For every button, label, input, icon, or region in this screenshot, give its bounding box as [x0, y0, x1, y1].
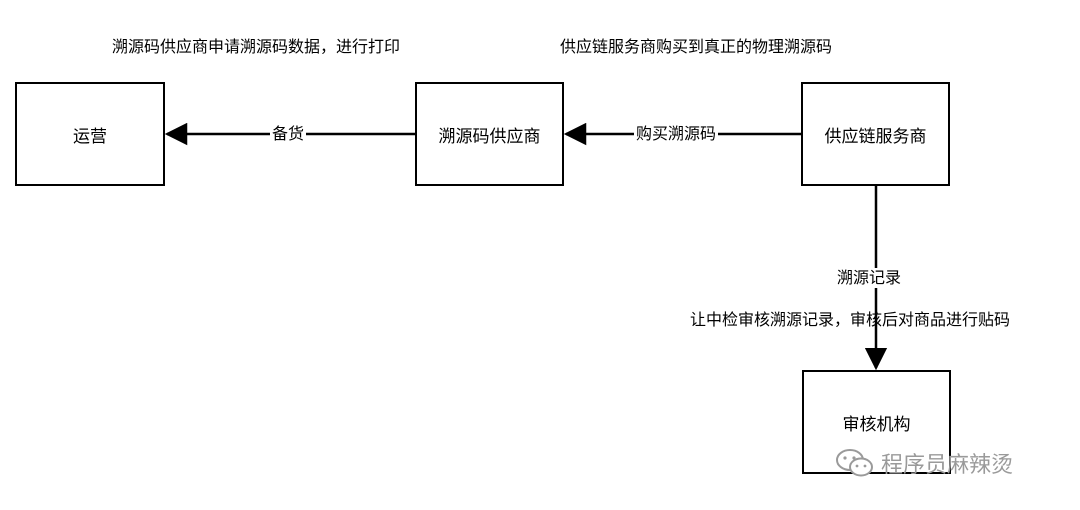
- edge-label-trace-record: 溯源记录: [835, 268, 904, 288]
- audit-annotation: 让中检审核溯源记录，审核后对商品进行贴码: [690, 310, 1011, 329]
- watermark-text: 程序员麻辣烫: [881, 453, 1014, 478]
- node-audit-agency-label: 审核机构: [842, 414, 911, 435]
- watermark: 程序员麻辣烫: [835, 447, 1013, 479]
- edge-label-buy-codes: 购买溯源码: [634, 124, 719, 144]
- node-operations-label: 运营: [73, 126, 107, 147]
- wechat-icon: [836, 449, 873, 477]
- edge-label-stock: 备货: [270, 124, 307, 144]
- node-chain-provider: 供应链服务商: [801, 82, 950, 186]
- provider-annotation: 供应链服务商购买到真正的物理溯源码: [560, 37, 833, 56]
- supplier-annotation: 溯源码供应商申请溯源码数据，进行打印: [112, 37, 401, 56]
- node-code-supplier-label: 溯源码供应商: [438, 126, 541, 147]
- node-code-supplier: 溯源码供应商: [415, 82, 564, 186]
- node-chain-provider-label: 供应链服务商: [824, 126, 927, 147]
- node-audit-agency: 审核机构: [802, 370, 951, 474]
- node-operations: 运营: [15, 82, 165, 186]
